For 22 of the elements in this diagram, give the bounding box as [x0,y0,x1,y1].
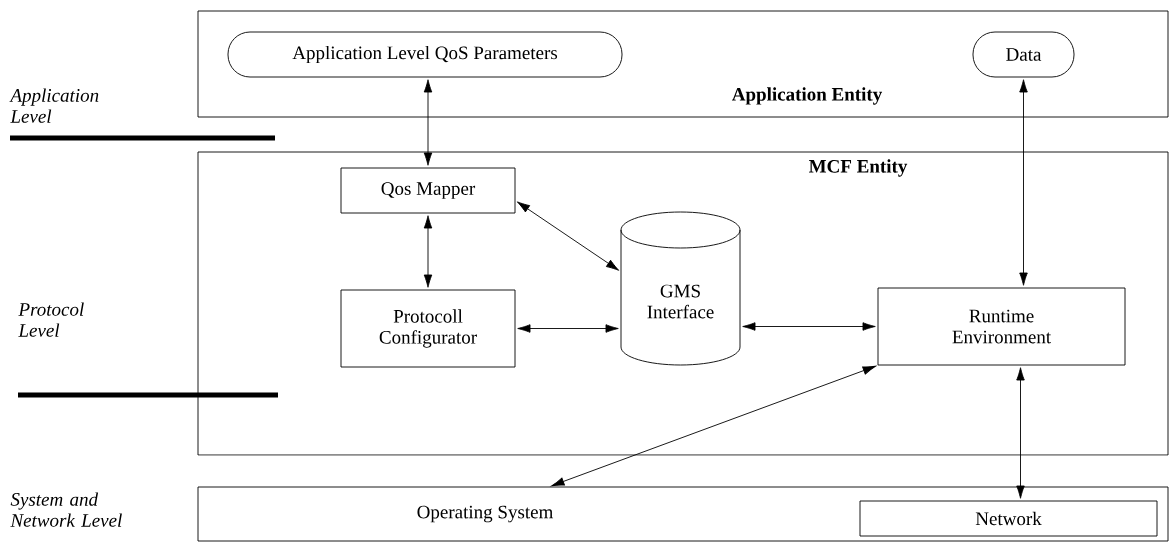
arrow [1019,79,1028,286]
process-box: Network [859,500,1158,537]
arrow [551,365,876,487]
arrow [423,215,433,288]
arrow [742,322,876,331]
level-label: Protocol Level [18,302,84,337]
node-label: GMS Interface [647,284,714,319]
level-label: System and Network Level [10,492,122,527]
process-box: Qos Mapper [340,167,516,214]
band-title: MCF Entity [809,159,908,177]
band-title: Operating System [417,505,554,523]
band-title: Application Entity [732,87,883,105]
process-box: Runtime Environment [877,287,1126,366]
terminal-pill: Data [972,31,1075,78]
arrow [423,79,433,166]
level-label: Application Level [9,88,99,123]
arrow [516,201,620,271]
database-cylinder: GMS Interface [620,211,741,366]
terminal-pill: Application Level QoS Parameters [227,31,623,78]
arrow [517,324,619,333]
arrow [1016,367,1025,499]
process-box: Protocoll Configurator [340,289,516,368]
